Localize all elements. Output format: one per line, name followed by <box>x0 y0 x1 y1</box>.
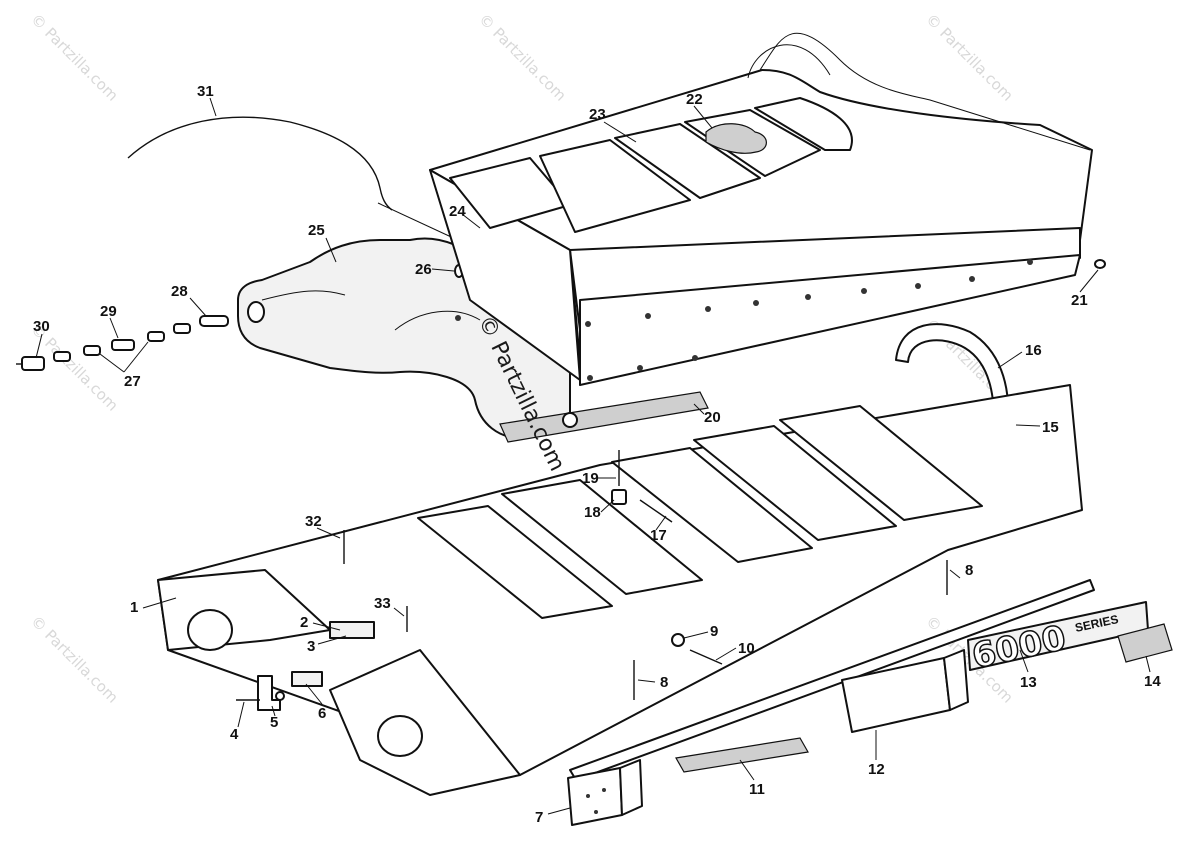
callout-labels: 1 2 3 4 5 6 7 8 8 9 10 11 12 13 14 15 16… <box>33 83 1161 826</box>
callout-25: 25 <box>308 222 325 239</box>
callout-10: 10 <box>738 640 755 657</box>
callout-5: 5 <box>270 714 278 731</box>
watermark-top-center: © Partzilla.com <box>475 10 570 105</box>
watermark-bottom-left: © Partzilla.com <box>27 612 122 707</box>
callout-30: 30 <box>33 318 50 335</box>
callout-26: 26 <box>415 261 432 278</box>
callout-14: 14 <box>1144 673 1161 690</box>
callout-23: 23 <box>589 106 606 123</box>
fuel-hose <box>199 315 229 327</box>
callout-21: 21 <box>1071 292 1088 309</box>
side-opening-left <box>187 609 233 651</box>
fuel-filter <box>21 356 45 371</box>
bolt-10 <box>689 649 723 665</box>
belly-pan <box>157 384 1083 796</box>
clip-18 <box>611 489 627 505</box>
callout-31: 31 <box>197 83 214 100</box>
callout-13: 13 <box>1020 674 1037 691</box>
bolt-17 <box>639 499 673 523</box>
seat-bumper <box>1094 259 1106 269</box>
reflector <box>1117 623 1173 663</box>
callout-9: 9 <box>710 623 718 640</box>
washer-9 <box>671 633 685 647</box>
callout-3: 3 <box>307 638 315 655</box>
callout-17: 17 <box>650 527 667 544</box>
watermark-top-left: © Partzilla.com <box>27 10 122 105</box>
footrest-bracket-left <box>567 767 623 826</box>
callout-2: 2 <box>300 614 308 631</box>
callout-27: 27 <box>124 373 141 390</box>
plate-small <box>291 671 323 687</box>
seat <box>429 32 1093 386</box>
callout-22: 22 <box>686 91 703 108</box>
callout-20: 20 <box>704 409 721 426</box>
callout-28: 28 <box>171 283 188 300</box>
callout-29: 29 <box>100 303 117 320</box>
fuel-fitting <box>111 339 135 351</box>
leader-lines <box>35 97 1151 815</box>
seat-patch <box>705 123 767 154</box>
callout-7: 7 <box>535 809 543 826</box>
footrest-pad <box>675 737 809 773</box>
callout-19: 19 <box>582 470 599 487</box>
callout-1: 1 <box>130 599 138 616</box>
callout-12: 12 <box>868 761 885 778</box>
seat-rivets <box>585 259 1033 381</box>
callout-16: 16 <box>1025 342 1042 359</box>
callout-11: 11 <box>749 781 765 798</box>
watermark-top-right: © Partzilla.com <box>922 10 1017 105</box>
side-opening-right <box>377 715 423 757</box>
callout-8-right: 8 <box>965 562 973 579</box>
callout-4: 4 <box>230 726 239 743</box>
bracket-small <box>329 621 375 639</box>
callout-8-left: 8 <box>660 674 668 691</box>
callout-6: 6 <box>318 705 326 722</box>
seat-strip <box>499 391 709 443</box>
callout-32: 32 <box>305 513 322 530</box>
callout-18: 18 <box>584 504 601 521</box>
callout-33: 33 <box>374 595 391 612</box>
fuel-line-assembly <box>16 315 229 371</box>
callout-24: 24 <box>449 203 466 220</box>
callout-15: 15 <box>1042 419 1059 436</box>
throttle-cable <box>127 116 393 211</box>
